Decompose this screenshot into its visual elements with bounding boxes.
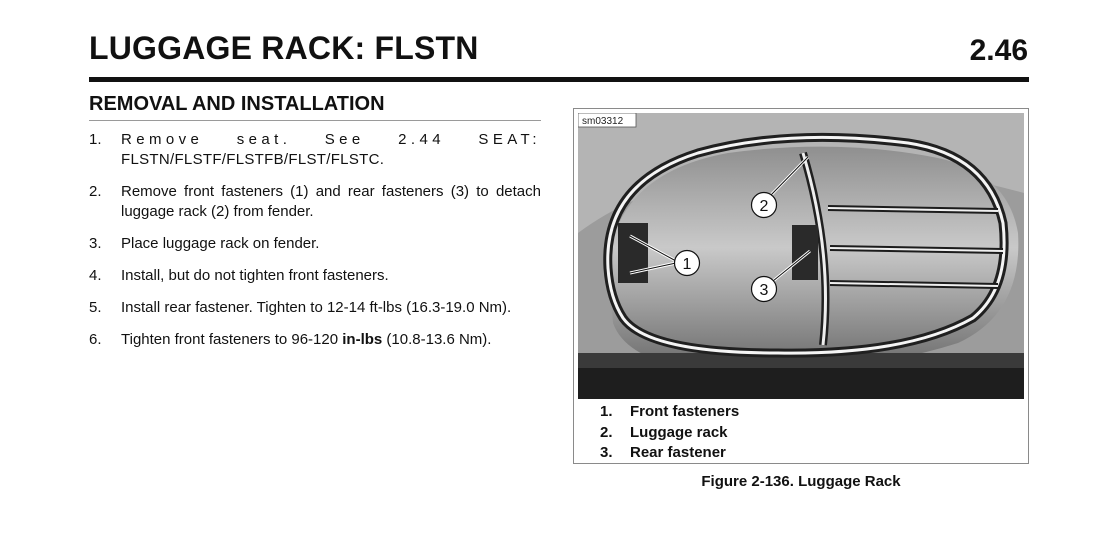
section-title: REMOVAL AND INSTALLATION bbox=[89, 93, 385, 115]
image-id-label-box bbox=[578, 113, 637, 128]
step-text-part: (10.8-13.6 Nm). bbox=[382, 331, 492, 348]
step-item: 1. Remove seat. See 2.44 SEAT: FLSTN/FLS… bbox=[89, 130, 541, 170]
photo-ground-shadow bbox=[578, 353, 1024, 368]
step-number: 5. bbox=[89, 299, 102, 316]
callout-3: 3 bbox=[750, 275, 778, 303]
step-number: 3. bbox=[89, 235, 102, 252]
legend-label: Luggage rack bbox=[630, 423, 728, 441]
step-item: 2. Remove front fasteners (1) and rear f… bbox=[89, 182, 541, 222]
section-rule bbox=[89, 120, 541, 121]
figure-legend: 1. Front fasteners 2. Luggage rack 3. Re… bbox=[600, 402, 739, 464]
page-number: 2.46 bbox=[969, 34, 1028, 67]
legend-item: 3. Rear fastener bbox=[600, 443, 739, 464]
legend-label: Rear fastener bbox=[630, 444, 726, 461]
legend-number: 3. bbox=[600, 444, 613, 461]
steps-list: 1. Remove seat. See 2.44 SEAT: FLSTN/FLS… bbox=[89, 130, 541, 350]
callout-1: 1 bbox=[673, 249, 701, 277]
title-rule bbox=[89, 77, 1029, 82]
step-number: 2. bbox=[89, 183, 102, 200]
step-item: 3. Place luggage rack on fender. bbox=[89, 234, 541, 254]
step-number: 4. bbox=[89, 267, 102, 284]
step-text: Install, but do not tighten front fasten… bbox=[121, 267, 389, 284]
rack-cross-bar-highlight bbox=[801, 152, 827, 346]
step-item: 5. Install rear fastener. Tighten to 12-… bbox=[89, 298, 541, 318]
step-item: 6. Tighten front fasteners to 96-120 in-… bbox=[89, 330, 541, 350]
figure-caption: Figure 2-136. Luggage Rack bbox=[701, 473, 901, 490]
callout-1-label: 1 bbox=[683, 256, 692, 273]
legend-number: 2. bbox=[600, 423, 613, 441]
step-number: 6. bbox=[89, 331, 102, 348]
step-text: Install rear fastener. Tighten to 12-14 … bbox=[121, 299, 512, 316]
page-title: LUGGAGE RACK: FLSTN bbox=[89, 30, 479, 66]
callout-2: 2 bbox=[750, 191, 778, 219]
rack-rails-highlight bbox=[827, 207, 1004, 287]
step-text: Remove seat. See 2.44 SEAT: FLSTN/FLSTF/… bbox=[121, 130, 541, 170]
legend-item: 2. Luggage rack bbox=[600, 423, 739, 444]
front-fastener-bracket bbox=[618, 223, 648, 283]
step-item: 4. Install, but do not tighten front fas… bbox=[89, 266, 541, 286]
step-link-text[interactable]: FLSTN/FLSTF/FLSTFB/FLST/FLSTC. bbox=[121, 151, 385, 168]
image-id-label: sm03312 bbox=[582, 116, 624, 127]
rear-fastener-bracket bbox=[792, 225, 818, 280]
step-number: 1. bbox=[89, 131, 102, 148]
step-text-emphasis: in-lbs bbox=[342, 331, 383, 348]
photo-bottom-shadow bbox=[578, 368, 1024, 399]
callout-2-label: 2 bbox=[760, 198, 769, 215]
step-text-part: Tighten front fasteners to 96-120 bbox=[121, 331, 343, 348]
legend-item: 1. Front fasteners bbox=[600, 402, 739, 423]
callout-3-label: 3 bbox=[760, 282, 769, 299]
legend-number: 1. bbox=[600, 403, 613, 420]
rack-frame-highlight bbox=[606, 135, 1006, 355]
legend-label: Front fasteners bbox=[630, 403, 740, 420]
step-text: Remove front fasteners (1) and rear fast… bbox=[121, 183, 541, 220]
step-text: Place luggage rack on fender. bbox=[121, 235, 320, 252]
luggage-rack-photo: sm03312 1 2 3 bbox=[578, 113, 1024, 399]
step-text-line: Remove seat. See 2.44 SEAT: bbox=[121, 131, 541, 148]
callout-leader-lines-dark bbox=[629, 156, 811, 282]
step-text: Tighten front fasteners to 96-120 in-lbs… bbox=[121, 330, 541, 350]
figure-box: sm03312 1 2 3 1. Front fasteners bbox=[573, 108, 1029, 464]
